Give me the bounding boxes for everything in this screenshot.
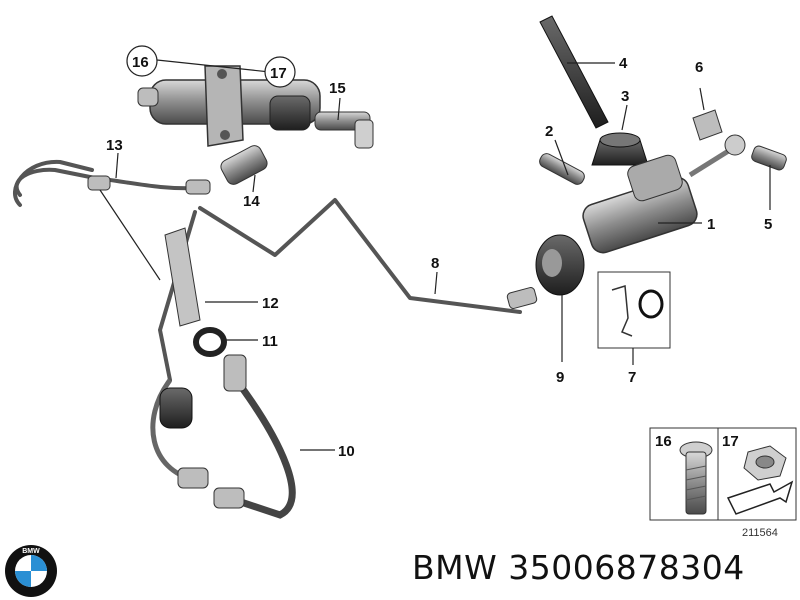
caption-part-number: 35006878304	[508, 548, 745, 587]
fitting-14	[220, 145, 268, 185]
callout-6: 6	[695, 59, 703, 76]
callout-2: 2	[545, 123, 553, 140]
inset-box: 16 17	[649, 427, 797, 521]
leader-lines	[99, 59, 771, 451]
line-13-fittings	[87, 175, 538, 309]
callout-12: 12	[262, 295, 279, 312]
bmw-logo-icon: BMW	[5, 545, 57, 597]
arrow-icon	[726, 480, 794, 515]
callout-14: 14	[243, 193, 260, 210]
callout-13: 13	[106, 137, 123, 154]
box-7	[597, 271, 671, 349]
bracket-12	[164, 227, 201, 327]
grommet-11	[193, 327, 227, 357]
boot-3	[591, 132, 649, 166]
inset-label-16: 16	[655, 433, 672, 450]
svg-text:BMW: BMW	[22, 548, 40, 555]
callout-5: 5	[764, 216, 772, 233]
clevis-6	[692, 109, 723, 141]
callout-17: 17	[270, 65, 287, 82]
doc-id: 211564	[742, 527, 778, 539]
pin-5	[751, 145, 787, 171]
callout-8: 8	[431, 255, 439, 272]
pin-2	[539, 153, 585, 185]
callout-15: 15	[329, 80, 346, 97]
push-rod-4	[539, 15, 609, 129]
hose-10	[150, 354, 296, 519]
caption-brand: BMW	[412, 548, 498, 587]
callout-10: 10	[338, 443, 355, 460]
slave-cylinder	[137, 65, 374, 149]
bolt-icon	[679, 441, 713, 515]
callout-numbers: 1 2 3 4 5 6 7 8 9 10 11 12 13 14 15 16 1…	[106, 45, 772, 460]
callout-1: 1	[707, 216, 715, 233]
callout-7: 7	[628, 369, 636, 386]
part-caption: BMW 35006878304	[412, 548, 745, 587]
master-cylinder-1	[582, 134, 746, 254]
callout-16: 16	[132, 54, 149, 71]
inset-label-17: 17	[722, 433, 739, 450]
callout-3: 3	[621, 88, 629, 105]
callout-9: 9	[556, 369, 564, 386]
nut-icon	[743, 445, 787, 481]
exploded-parts-diagram: 1 2 3 4 5 6 7 8 9 10 11 12 13 14 15 16 1…	[13, 15, 797, 539]
seal-9	[535, 234, 585, 296]
callout-4: 4	[619, 55, 628, 72]
callout-11: 11	[262, 333, 278, 350]
